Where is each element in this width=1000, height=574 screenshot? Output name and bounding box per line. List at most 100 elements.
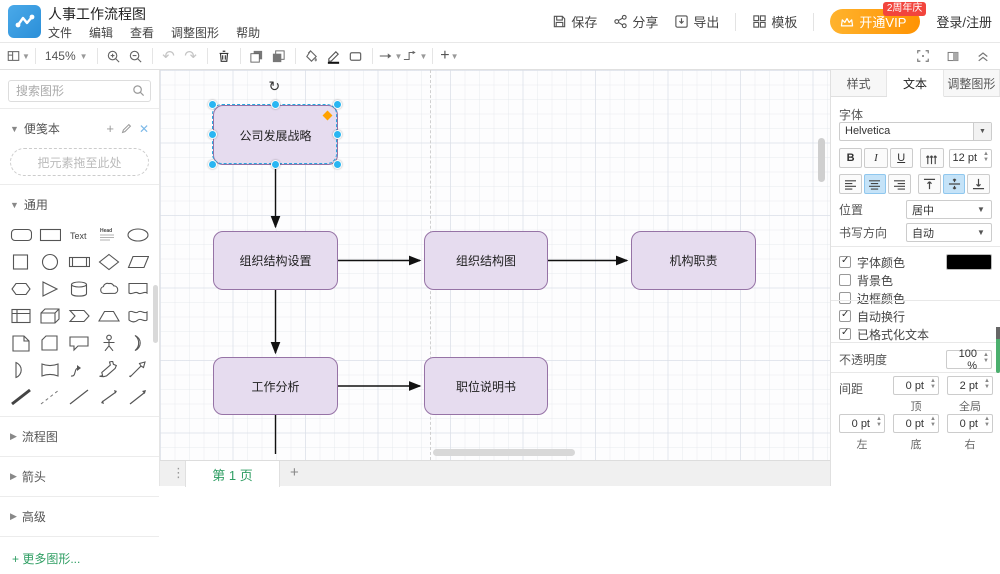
dashed-line-icon[interactable] [35,386,64,408]
actor-icon[interactable] [94,332,123,354]
menu-1[interactable]: 编辑 [89,26,114,40]
font-size-stepper[interactable]: 12 pt ▲▼ [949,148,992,168]
flow-node-n5[interactable]: 工作分析 [213,357,338,415]
align-center-button[interactable] [863,174,887,194]
insert-shape-button[interactable]: + ▼ [440,47,459,64]
spin-down-icon[interactable]: ▼ [930,422,936,428]
document-icon[interactable] [124,278,153,300]
rectangle-icon[interactable] [35,224,64,246]
flow-node-n1[interactable]: 公司发展战略 [213,105,338,165]
spin-up-icon[interactable]: ▲ [984,416,990,422]
cube-icon[interactable] [35,305,64,327]
menu-2[interactable]: 查看 [130,26,155,40]
chevron-down-icon[interactable]: ▼ [973,123,991,140]
spin-down-icon[interactable]: ▼ [983,358,989,364]
cloud-icon[interactable] [94,278,123,300]
bold-button[interactable]: B [839,148,863,168]
triangle-icon[interactable] [35,278,64,300]
panel-tab-0[interactable]: 样式 [831,70,888,96]
spin-up-icon[interactable]: ▲ [983,352,989,358]
bold-line-icon[interactable] [6,386,35,408]
ellipse-icon[interactable] [124,224,153,246]
valign-bottom-button[interactable] [967,174,991,194]
spin-up-icon[interactable]: ▲ [983,150,989,157]
heading-text-icon[interactable]: Head [94,224,123,246]
spacing-stepper[interactable]: 0 pt ▲▼ [893,414,939,433]
menu-3[interactable]: 调整图形 [171,26,220,40]
share-button[interactable]: 分享 [613,12,658,31]
underline-button[interactable]: U [889,148,913,168]
rotate-handle-icon[interactable]: ↻ [268,78,281,94]
diagram-canvas[interactable]: 公司发展战略 ↻ 组织结构设置 组织结构图 机构职责工作分析 职位说明书 [160,70,830,460]
step-icon[interactable] [65,305,94,327]
page-tab-1[interactable]: 第 1 页 [185,461,280,487]
layout-panel-button[interactable]: ▼ [6,45,30,67]
trapezoid-icon[interactable] [94,305,123,327]
template-button[interactable]: 模板 [752,12,797,31]
spin-up-icon[interactable]: ▲ [930,378,936,384]
spin-down-icon[interactable]: ▼ [984,422,990,428]
note-icon[interactable] [6,332,35,354]
spacing-stepper[interactable]: 2 pt ▲▼ [947,376,993,395]
add-clip-icon[interactable]: + [106,121,114,136]
bidirectional-arrow-icon[interactable] [94,359,123,381]
flow-node-n2[interactable]: 组织结构设置 [213,231,338,290]
sidebar-section-1[interactable]: ▶箭头 [10,470,46,484]
align-right-button[interactable] [888,174,911,194]
resize-handle[interactable] [208,100,217,109]
checkbox-icon[interactable] [839,255,851,268]
spin-down-icon[interactable]: ▼ [876,422,882,428]
resize-handle[interactable] [270,160,280,169]
sidebar-scrollbar[interactable] [153,285,158,343]
arrow-icon[interactable] [124,359,153,381]
panel-scrollbar[interactable] [996,327,1000,373]
bring-to-front-button[interactable] [246,45,268,67]
resize-handle[interactable] [208,130,217,139]
page-menu-icon[interactable]: ⋮ [172,465,185,480]
card-icon[interactable] [35,332,64,354]
square-icon[interactable] [6,251,35,273]
menu-4[interactable]: 帮助 [236,26,261,40]
fill-color-button[interactable] [301,45,323,67]
rounded-rectangle-icon[interactable] [6,224,35,246]
flow-node-n3[interactable]: 组织结构图 [424,231,548,290]
resize-handle[interactable] [333,100,342,109]
checkbox-icon[interactable] [839,327,851,340]
delete-button[interactable] [213,45,235,67]
undo-button[interactable]: ↶ [162,47,175,65]
resize-handle[interactable] [333,160,342,169]
line-icon[interactable] [65,386,94,408]
document-title[interactable]: 人事工作流程图 [48,6,146,22]
export-button[interactable]: 导出 [674,12,719,31]
close-clip-icon[interactable]: ✕ [138,121,149,136]
callout-icon[interactable] [65,332,94,354]
flow-node-n4[interactable]: 机构职责 [631,231,756,290]
flow-node-n6[interactable]: 职位说明书 [424,357,548,415]
process-icon[interactable] [65,251,94,273]
spin-down-icon[interactable]: ▼ [984,384,990,390]
valign-middle-button[interactable] [942,174,966,194]
valign-top-button[interactable] [918,174,941,194]
curve-arrow-icon[interactable] [65,359,94,381]
hexagon-icon[interactable] [6,278,35,300]
login-register-link[interactable]: 登录/注册 [936,15,992,30]
resize-handle[interactable] [270,100,280,109]
line-color-button[interactable] [323,45,345,67]
toggle-panel-button[interactable] [942,45,964,67]
crescent-icon[interactable] [124,332,153,354]
spin-up-icon[interactable]: ▲ [876,416,882,422]
internal-storage-icon[interactable] [6,305,35,327]
spin-up-icon[interactable]: ▲ [930,416,936,422]
checkbox-icon[interactable] [839,309,851,322]
vertical-text-button[interactable] [920,148,944,168]
panel-tab-2[interactable]: 调整图形 [944,70,1000,96]
spin-up-icon[interactable]: ▲ [984,378,990,384]
option-text_options-1[interactable]: 已格式化文本 [839,326,992,342]
parallelogram-icon[interactable] [124,251,153,273]
collapse-toolbar-button[interactable] [972,45,994,67]
checkbox-icon[interactable] [839,274,851,286]
option-text_options-0[interactable]: 自动换行 [839,308,992,324]
app-logo-icon[interactable] [8,5,41,38]
tape-icon[interactable] [124,305,153,327]
spacing-stepper[interactable]: 0 pt ▲▼ [839,414,885,433]
